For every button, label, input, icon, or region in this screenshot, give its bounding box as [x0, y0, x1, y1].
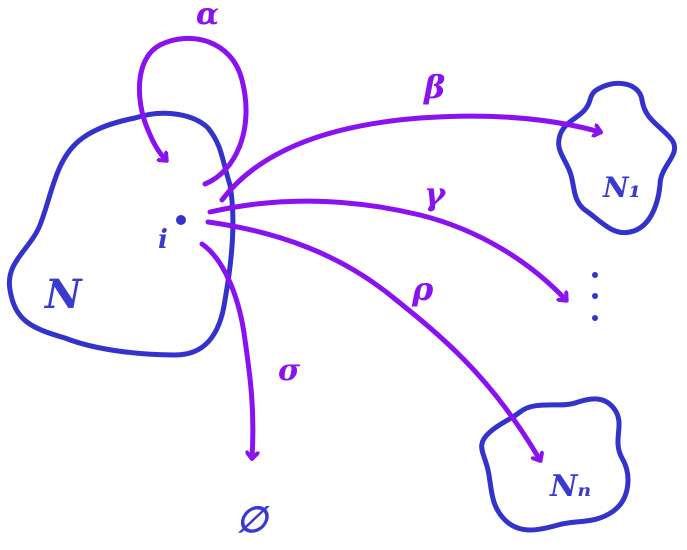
edge-rho-label: ρ	[411, 270, 434, 308]
origin-point-dot	[176, 215, 186, 225]
self-loop-label: α	[196, 0, 219, 32]
edge-sigma-label: σ	[278, 353, 301, 388]
target-n-label: Nₙ	[549, 469, 591, 504]
edge-gamma-label: γ	[424, 175, 447, 213]
main-region-label: N	[43, 271, 83, 318]
arrow-to-ellipsis	[207, 198, 566, 300]
arrow-to-target-1	[219, 113, 600, 203]
empty-set-label: ∅	[236, 499, 270, 541]
ellipsis-dots	[592, 272, 598, 321]
target-1-region-shape	[556, 80, 677, 236]
edge-beta-label: β	[423, 68, 445, 106]
target-1-label: N₁	[602, 171, 641, 204]
origin-point-label: i	[158, 225, 168, 255]
main-region-shape	[6, 110, 236, 358]
target-n-region-shape	[479, 396, 631, 533]
self-loop-arrow	[136, 35, 249, 187]
arrow-to-empty-set	[199, 241, 253, 458]
arrow-to-target-n	[205, 219, 540, 460]
